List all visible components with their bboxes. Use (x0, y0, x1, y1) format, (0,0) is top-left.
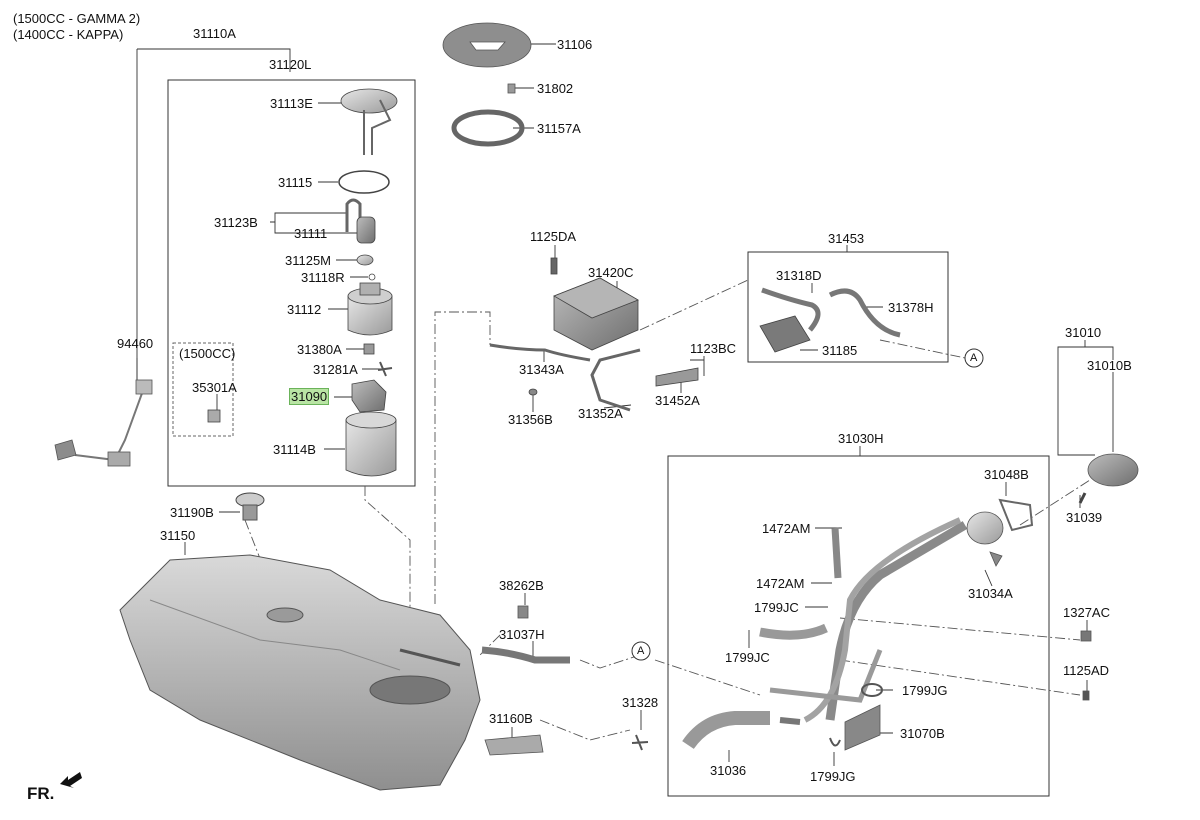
callouts (631, 348, 984, 661)
part-label-1327AC[interactable]: 1327AC (1063, 605, 1110, 620)
leader-lines (136, 43, 1114, 766)
part-label-1125DA[interactable]: 1125DA (530, 229, 577, 244)
part-label-1472AM-lower[interactable]: 1472AM (756, 576, 805, 591)
fuel-cap-shape (1087, 453, 1139, 487)
part-label-31420C[interactable]: 31420C (588, 265, 634, 280)
callout-a-top[interactable]: A (970, 352, 978, 364)
front-marker: FR. (27, 784, 55, 803)
variant-line-1: (1500CC - GAMMA 2) (13, 11, 141, 26)
part-label-1123BC[interactable]: 1123BC (690, 341, 737, 356)
part-label-1799JG-right[interactable]: 1799JG (902, 683, 948, 698)
callout-circle-a-bottom (631, 641, 651, 661)
part-label-1125AD[interactable]: 1125AD (1063, 663, 1110, 678)
part-label-31118R[interactable]: 31118R (301, 270, 345, 285)
filler-assembly (682, 453, 1139, 751)
part-label-31039[interactable]: 31039 (1066, 510, 1103, 525)
group-frames (167, 79, 1050, 797)
part-label-31114B[interactable]: 31114B (273, 442, 316, 457)
part-label-31378H[interactable]: 31378H (888, 300, 934, 315)
part-label-1799JC-lower[interactable]: 1799JC (725, 650, 770, 665)
part-label-31115[interactable]: 31115 (278, 175, 313, 190)
part-label-31090-highlighted[interactable]: 31090 (288, 388, 330, 405)
part-label-31380A[interactable]: 31380A (297, 342, 342, 357)
frame-31453 (747, 251, 949, 363)
filter-31185-shape (759, 315, 811, 353)
part-label-38262B[interactable]: 38262B (499, 578, 544, 593)
part-label-31356B[interactable]: 31356B (508, 412, 553, 427)
part-label-31352A[interactable]: 31352A (578, 406, 623, 421)
tank-side-parts (481, 605, 649, 756)
part-label-31802[interactable]: 31802 (537, 81, 574, 96)
part-label-31113E[interactable]: 31113E (270, 96, 313, 111)
reservoir-cover-shape (351, 379, 387, 413)
part-label-1799JC-upper[interactable]: 1799JC (754, 600, 799, 615)
part-label-31281A[interactable]: 31281A (313, 362, 358, 377)
frame-31030H (667, 455, 1050, 797)
part-label-31112[interactable]: 31112 (287, 302, 322, 317)
fuel-tank (119, 492, 481, 791)
part-label-31010[interactable]: 31010 (1065, 325, 1102, 340)
part-label-31150[interactable]: 31150 (160, 528, 196, 543)
sub-variant-label: (1500CC) (179, 346, 236, 361)
sender-94460 (54, 379, 153, 467)
assembly-lines (244, 279, 1091, 741)
pump-flange-shape (340, 88, 398, 114)
part-label-31157A[interactable]: 31157A (537, 121, 581, 136)
callout-a-bottom[interactable]: A (637, 645, 645, 657)
filter-shape (347, 295, 393, 336)
filler-neck-shape (966, 511, 1004, 545)
part-label-31123B[interactable]: 31123B (214, 215, 258, 230)
part-label-31190B[interactable]: 31190B (170, 505, 214, 520)
pump-motor-shape (356, 216, 376, 244)
part-label-31106[interactable]: 31106 (557, 37, 593, 52)
part-label-31453[interactable]: 31453 (828, 231, 865, 246)
part-label-31125M[interactable]: 31125M (285, 253, 332, 268)
part-label-31160B[interactable]: 31160B (489, 711, 533, 726)
part-label-31328[interactable]: 31328 (622, 695, 659, 710)
part-label-31030H[interactable]: 31030H (838, 431, 884, 446)
o-ring-shape (338, 170, 390, 194)
clip-35301A-shape (207, 409, 221, 423)
part-label-31111[interactable]: 31111 (294, 226, 328, 241)
part-label-31010B[interactable]: 31010B (1087, 358, 1132, 373)
part-label-31318D[interactable]: 31318D (776, 268, 822, 283)
part-label-31185[interactable]: 31185 (822, 343, 858, 358)
variant-line-2: (1400CC - KAPPA) (13, 27, 124, 42)
part-label-35301A[interactable]: 35301A (192, 380, 237, 395)
part-label-31110A[interactable]: 31110A (193, 26, 236, 41)
part-label-1799JG-bottom[interactable]: 1799JG (810, 769, 856, 784)
frame-1500cc (172, 342, 234, 437)
part-label-31036[interactable]: 31036 (710, 763, 747, 778)
callout-circle-a-top (964, 348, 984, 368)
front-arrow-icon (60, 772, 82, 788)
canister-parts (489, 257, 901, 412)
part-label-31120L[interactable]: 31120L (269, 57, 312, 72)
part-label-31070B[interactable]: 31070B (900, 726, 945, 741)
part-label-31452A[interactable]: 31452A (655, 393, 700, 408)
part-label-31343A[interactable]: 31343A (519, 362, 564, 377)
part-label-31034A[interactable]: 31034A (968, 586, 1013, 601)
cover-parts (442, 22, 532, 147)
part-label-94460[interactable]: 94460 (117, 336, 154, 351)
reservoir-cup-shape (345, 419, 397, 477)
tank-body-shape (119, 554, 481, 791)
frame-31120L (167, 79, 416, 487)
part-label-31048B[interactable]: 31048B (984, 467, 1029, 482)
ring-31157A-shape (451, 109, 525, 147)
part-label-31037H[interactable]: 31037H (499, 627, 545, 642)
pump-module-parts (207, 88, 398, 477)
part-label-1472AM-upper[interactable]: 1472AM (762, 521, 811, 536)
